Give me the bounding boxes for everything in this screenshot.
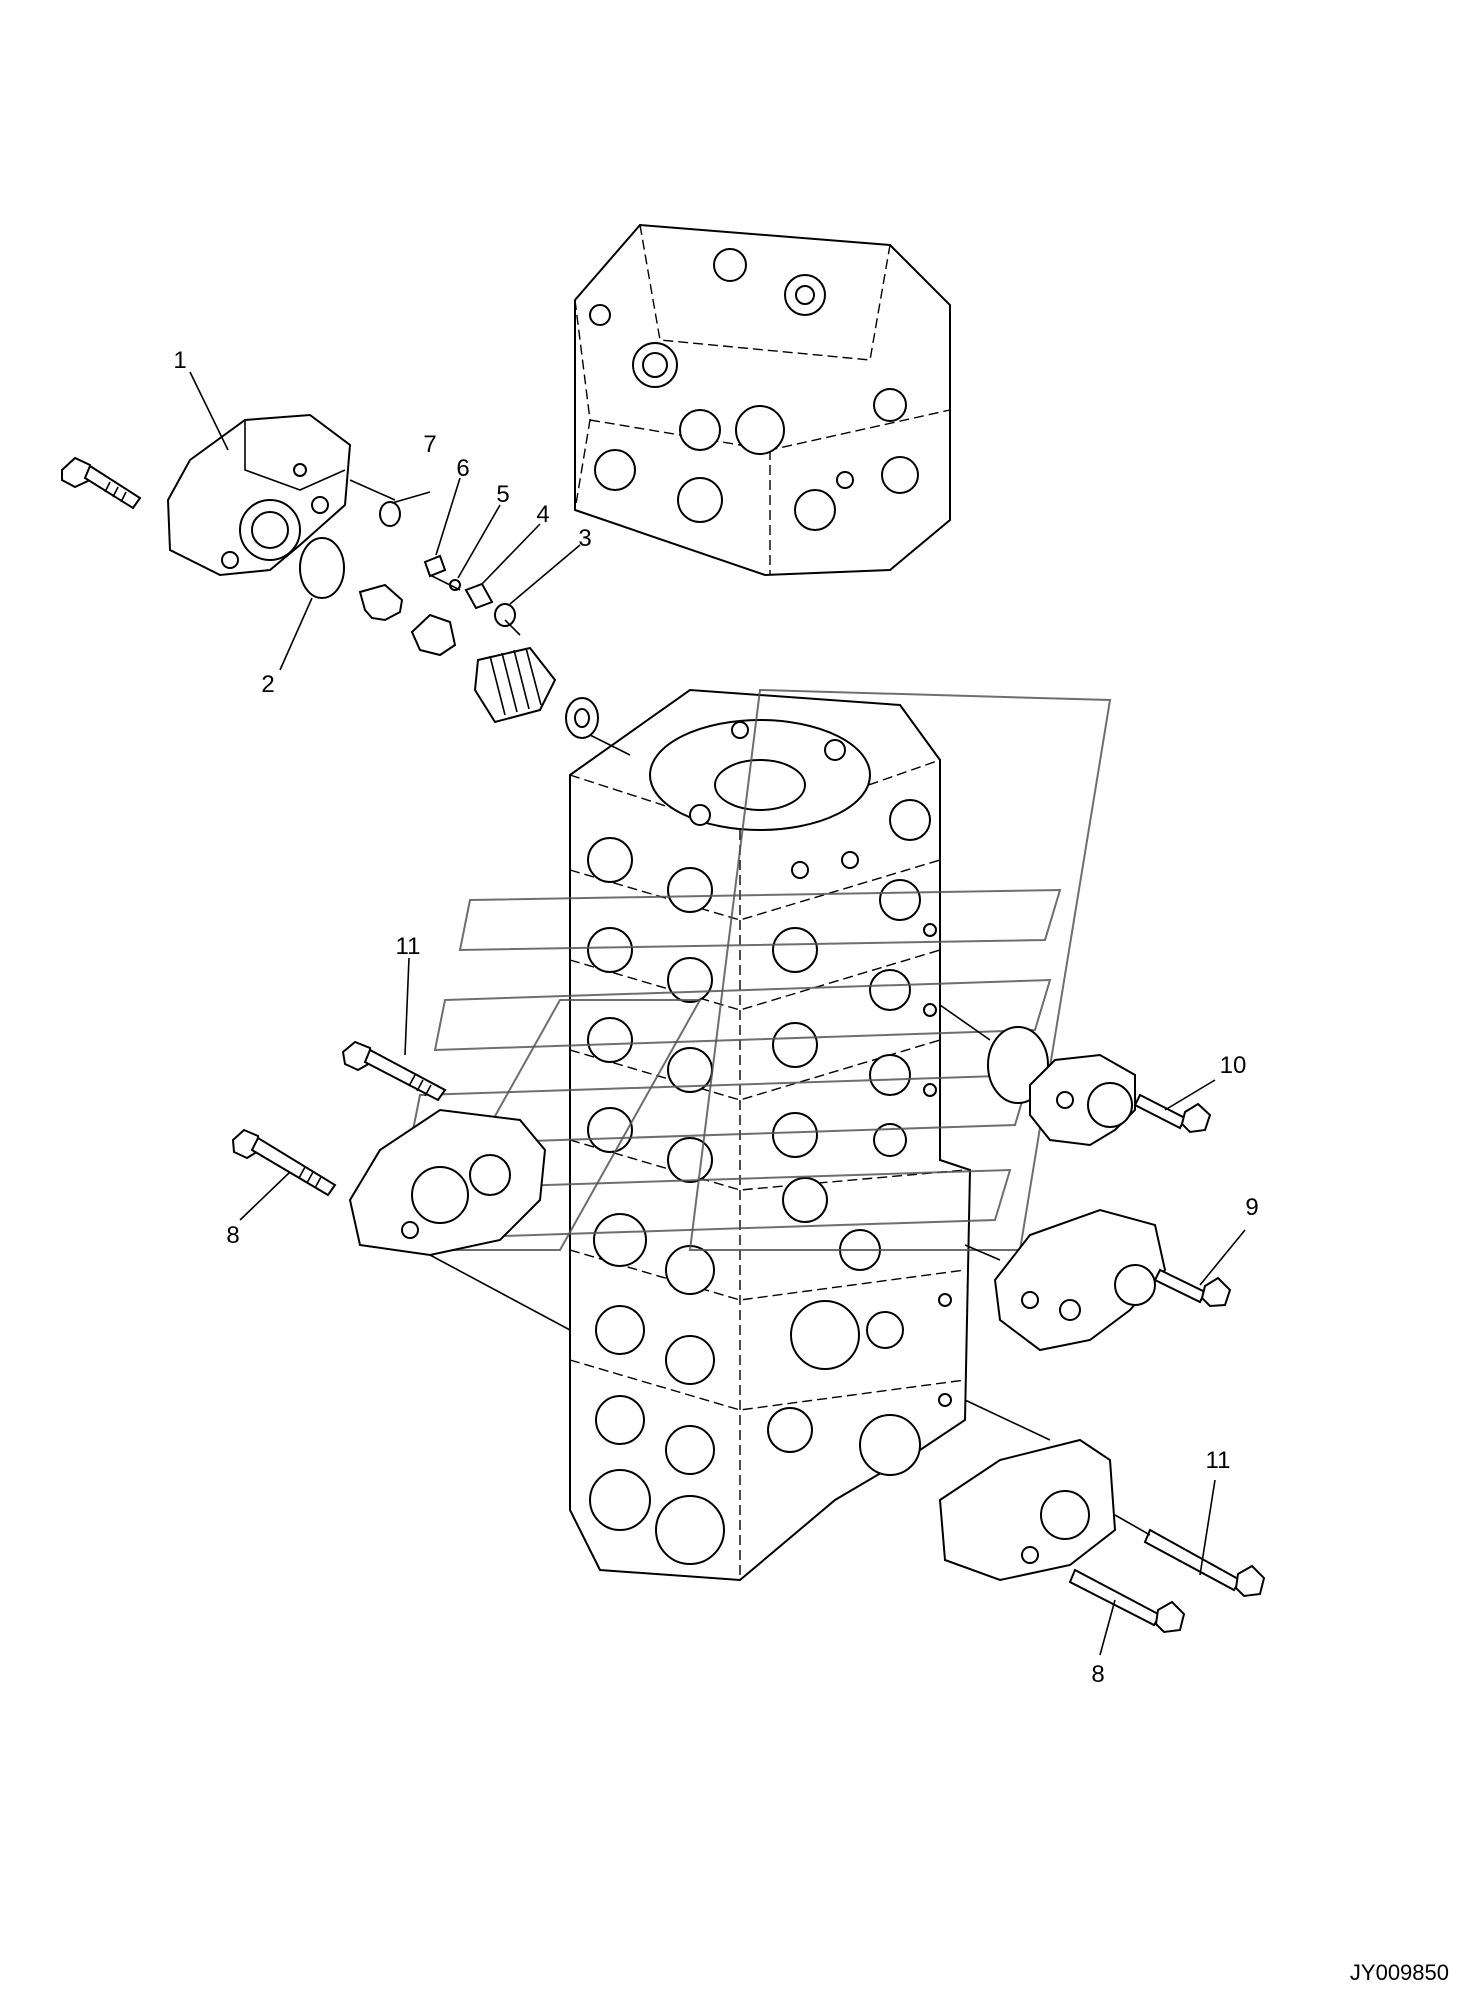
callout-6: 6 <box>456 455 469 482</box>
callout-1: 1 <box>173 347 186 374</box>
retainer <box>410 613 457 657</box>
part-2-o-ring <box>299 537 345 599</box>
main-valve-body <box>569 688 972 1582</box>
part-7-o-ring <box>379 501 401 527</box>
callout-4: 4 <box>536 501 549 528</box>
callout-3: 3 <box>578 525 591 552</box>
callout-11-left: 11 <box>396 933 421 960</box>
top-valve-section <box>574 223 951 577</box>
part-1-cover <box>166 413 352 577</box>
cover-9 <box>993 1208 1167 1352</box>
bolt-8-right <box>1068 1568 1186 1634</box>
plunger <box>358 583 404 622</box>
bolt-top-left <box>61 456 142 510</box>
callout-7: 7 <box>423 431 436 458</box>
bolt-10 <box>1133 1093 1212 1134</box>
part-3-o-ring <box>494 603 516 627</box>
left-face-ports <box>587 837 725 1565</box>
callout-8-left: 8 <box>226 1222 239 1249</box>
callout-2: 2 <box>261 671 274 698</box>
callout-8-right: 8 <box>1091 1661 1104 1688</box>
parts-upper-left <box>61 413 631 756</box>
callout-11-right: 11 <box>1206 1447 1231 1474</box>
spring <box>473 646 557 724</box>
callout-10: 10 <box>1220 1052 1247 1079</box>
drawing-code: JY009850 <box>1349 1960 1449 1985</box>
bolt-9 <box>1153 1268 1232 1308</box>
callout-9: 9 <box>1245 1194 1258 1221</box>
parts-right-side <box>938 1004 1266 1634</box>
cover-lower-right <box>938 1438 1117 1582</box>
bolt-8-left <box>231 1128 337 1197</box>
parts-left-side <box>231 1040 571 1331</box>
side-cover-left <box>348 1108 547 1257</box>
callout-5: 5 <box>496 481 509 508</box>
cover-10 <box>1029 1053 1136 1147</box>
part-6-pin <box>423 554 447 578</box>
bolt-11-right <box>1114 1514 1266 1598</box>
leader-lines <box>189 371 1246 1656</box>
bolt-11-left <box>341 1040 447 1102</box>
part-4-sleeve <box>464 582 494 610</box>
callouts: 1 2 3 4 5 6 7 8 8 9 10 11 11 <box>173 347 1258 1688</box>
